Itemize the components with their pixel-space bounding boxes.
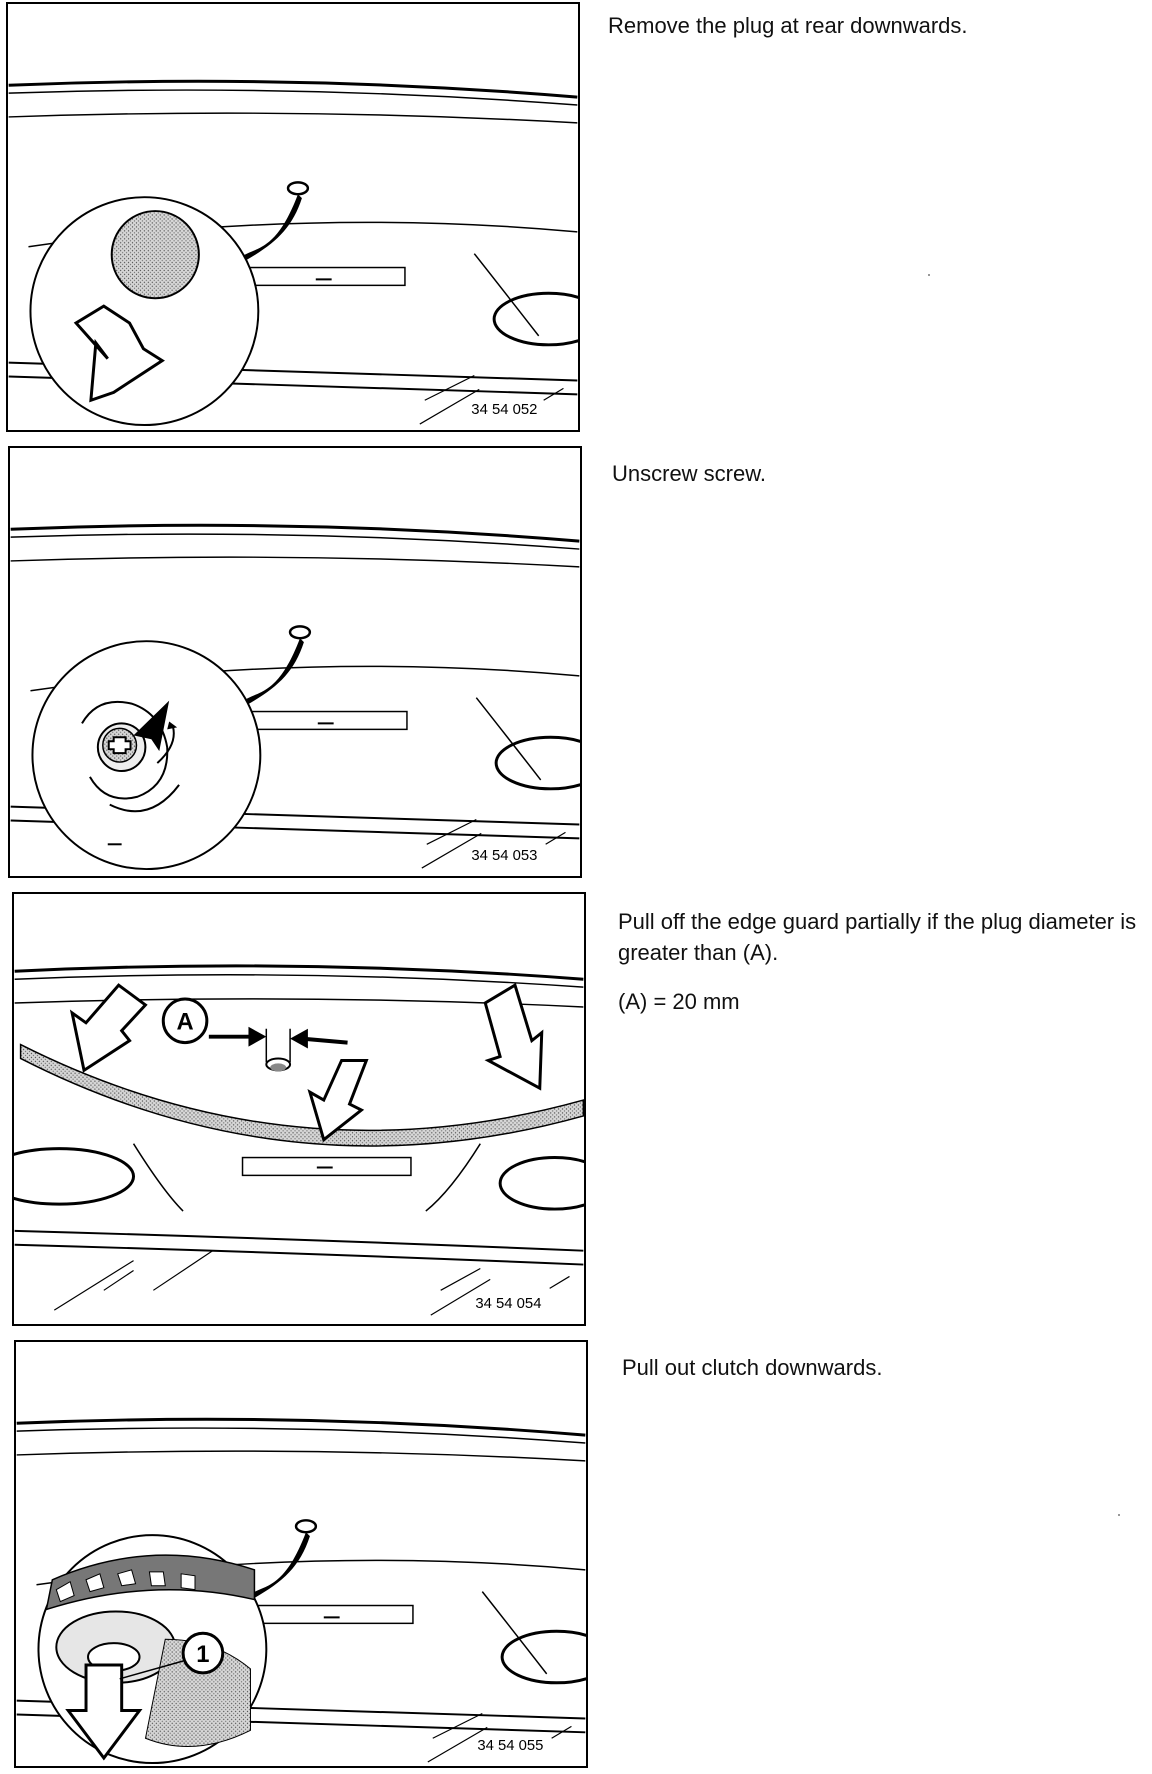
figure-number: 34 54 052 <box>471 402 537 418</box>
figure-34-54-052: 34 54 052 <box>6 2 580 432</box>
callout-label-1: 1 <box>196 1641 209 1668</box>
instruction-text: Remove the plug at rear downwards. <box>608 13 968 38</box>
figure-34-54-053: 34 54 053 <box>8 446 582 878</box>
instruction-text: Unscrew screw. <box>612 461 767 486</box>
instruction-1: Remove the plug at rear downwards. <box>608 10 1128 59</box>
instruction-2: Unscrew screw. <box>612 458 1132 507</box>
instruction-text: Pull out clutch downwards. <box>622 1355 883 1380</box>
scan-speck <box>1118 1514 1120 1516</box>
callout-label-a: A <box>176 1009 193 1036</box>
figure-34-54-054: A 34 54 054 <box>12 892 586 1326</box>
dashboard-illustration <box>8 79 578 427</box>
dashboard-illustration: 1 <box>16 1417 586 1765</box>
dashboard-illustration <box>10 523 580 871</box>
figure-number: 34 54 053 <box>471 848 537 864</box>
instruction-4: Pull out clutch downwards. <box>622 1352 1142 1401</box>
scan-speck <box>928 274 930 276</box>
figure-number: 34 54 055 <box>477 1738 543 1754</box>
instruction-3: Pull off the edge guard partially if the… <box>618 906 1138 1035</box>
instruction-text: Pull off the edge guard partially if the… <box>618 909 1137 965</box>
figure-34-54-055: 1 34 54 055 <box>14 1340 588 1768</box>
figure-number: 34 54 054 <box>475 1296 541 1312</box>
dashboard-illustration: A <box>14 964 584 1316</box>
dimension-spec: (A) = 20 mm <box>618 989 740 1014</box>
